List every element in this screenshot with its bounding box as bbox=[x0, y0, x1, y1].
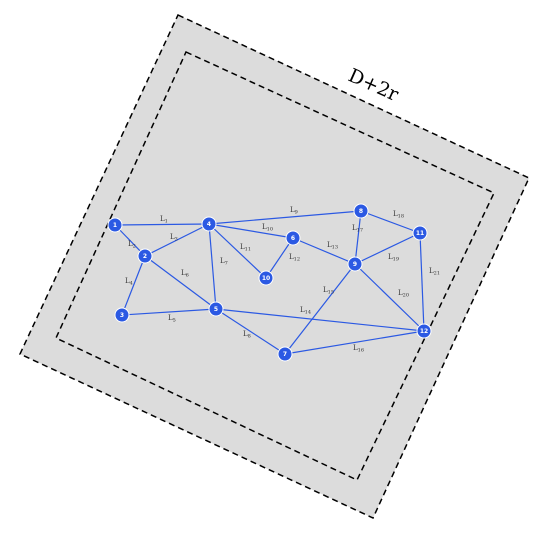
node-1: 1 bbox=[107, 217, 123, 233]
edge-4-6 bbox=[208, 223, 294, 239]
edge-label-l14: L14 bbox=[300, 306, 311, 316]
edge-label-l18: L18 bbox=[393, 210, 404, 220]
inner-region-d bbox=[55, 51, 496, 481]
node-label-5: 5 bbox=[214, 306, 218, 313]
edge-7-9 bbox=[284, 263, 356, 355]
node-circle bbox=[353, 203, 369, 219]
edge-label-l11: L11 bbox=[240, 243, 251, 253]
edge-3-5 bbox=[121, 308, 217, 316]
edge-label-l4: L4 bbox=[125, 277, 133, 287]
node-label-4: 4 bbox=[207, 221, 211, 228]
edge-label-l21: L21 bbox=[429, 267, 440, 277]
edge-6-10 bbox=[265, 237, 294, 279]
node-label-3: 3 bbox=[120, 312, 124, 319]
edge-label-l10: L10 bbox=[262, 223, 273, 233]
edge-2-3 bbox=[121, 255, 146, 316]
node-label-10: 10 bbox=[262, 275, 270, 282]
node-label-12: 12 bbox=[420, 328, 428, 335]
edge-label-l5: L5 bbox=[168, 314, 176, 324]
edge-7-12 bbox=[284, 330, 425, 355]
node-5: 5 bbox=[208, 301, 224, 317]
node-3: 3 bbox=[114, 307, 130, 323]
edge-9-11 bbox=[354, 232, 421, 265]
edge-6-9 bbox=[292, 237, 356, 265]
node-circle bbox=[285, 230, 301, 246]
node-label-8: 8 bbox=[359, 208, 363, 215]
edge-5-12 bbox=[215, 308, 425, 332]
node-circle bbox=[208, 301, 224, 317]
edge-2-5 bbox=[144, 255, 217, 310]
edge-4-10 bbox=[208, 223, 267, 279]
node-circle bbox=[416, 323, 432, 339]
edge-1-4 bbox=[114, 223, 210, 226]
edge-2-4 bbox=[144, 223, 210, 257]
node-2: 2 bbox=[137, 248, 153, 264]
node-label-6: 6 bbox=[291, 235, 295, 242]
node-circle bbox=[107, 217, 123, 233]
node-10: 10 bbox=[258, 270, 274, 286]
node-circle bbox=[258, 270, 274, 286]
node-circle bbox=[114, 307, 130, 323]
edge-label-l9: L9 bbox=[290, 206, 298, 216]
node-circle bbox=[412, 225, 428, 241]
edge-9-12 bbox=[354, 263, 425, 332]
edge-label-l15: L15 bbox=[323, 286, 334, 296]
edge-5-7 bbox=[215, 308, 286, 355]
edge-label-l12: L12 bbox=[289, 253, 300, 263]
node-circle bbox=[277, 346, 293, 362]
edge-label-l17: L17 bbox=[352, 224, 363, 234]
edge-label-l7: L7 bbox=[220, 257, 228, 267]
edge-label-l20: L20 bbox=[398, 289, 409, 299]
node-circle bbox=[347, 256, 363, 272]
node-label-7: 7 bbox=[283, 351, 287, 358]
node-circle bbox=[201, 216, 217, 232]
edge-label-l3: L3 bbox=[170, 233, 178, 243]
node-8: 8 bbox=[353, 203, 369, 219]
edge-label-l16: L16 bbox=[353, 344, 364, 354]
node-12: 12 bbox=[416, 323, 432, 339]
edge-4-8 bbox=[208, 210, 362, 225]
node-label-9: 9 bbox=[353, 261, 357, 268]
edge-label-l6: L6 bbox=[181, 269, 189, 279]
edge-8-11 bbox=[360, 210, 421, 234]
node-label-11: 11 bbox=[416, 230, 424, 237]
edge-11-12 bbox=[419, 232, 425, 332]
edge-label-l1: L1 bbox=[160, 215, 168, 225]
node-label-1: 1 bbox=[113, 222, 117, 229]
node-7: 7 bbox=[277, 346, 293, 362]
edge-label-l13: L13 bbox=[327, 241, 338, 251]
node-9: 9 bbox=[347, 256, 363, 272]
node-4: 4 bbox=[201, 216, 217, 232]
edge-label-l19: L19 bbox=[388, 253, 399, 263]
edge-label-l8: L8 bbox=[243, 330, 251, 340]
node-label-2: 2 bbox=[143, 253, 147, 260]
node-6: 6 bbox=[285, 230, 301, 246]
node-circle bbox=[137, 248, 153, 264]
edge-label-l2: L2 bbox=[128, 240, 136, 250]
outer-region-d-plus-2r bbox=[19, 14, 530, 519]
node-11: 11 bbox=[412, 225, 428, 241]
edge-4-5 bbox=[208, 223, 217, 310]
edge-8-9 bbox=[354, 210, 362, 265]
